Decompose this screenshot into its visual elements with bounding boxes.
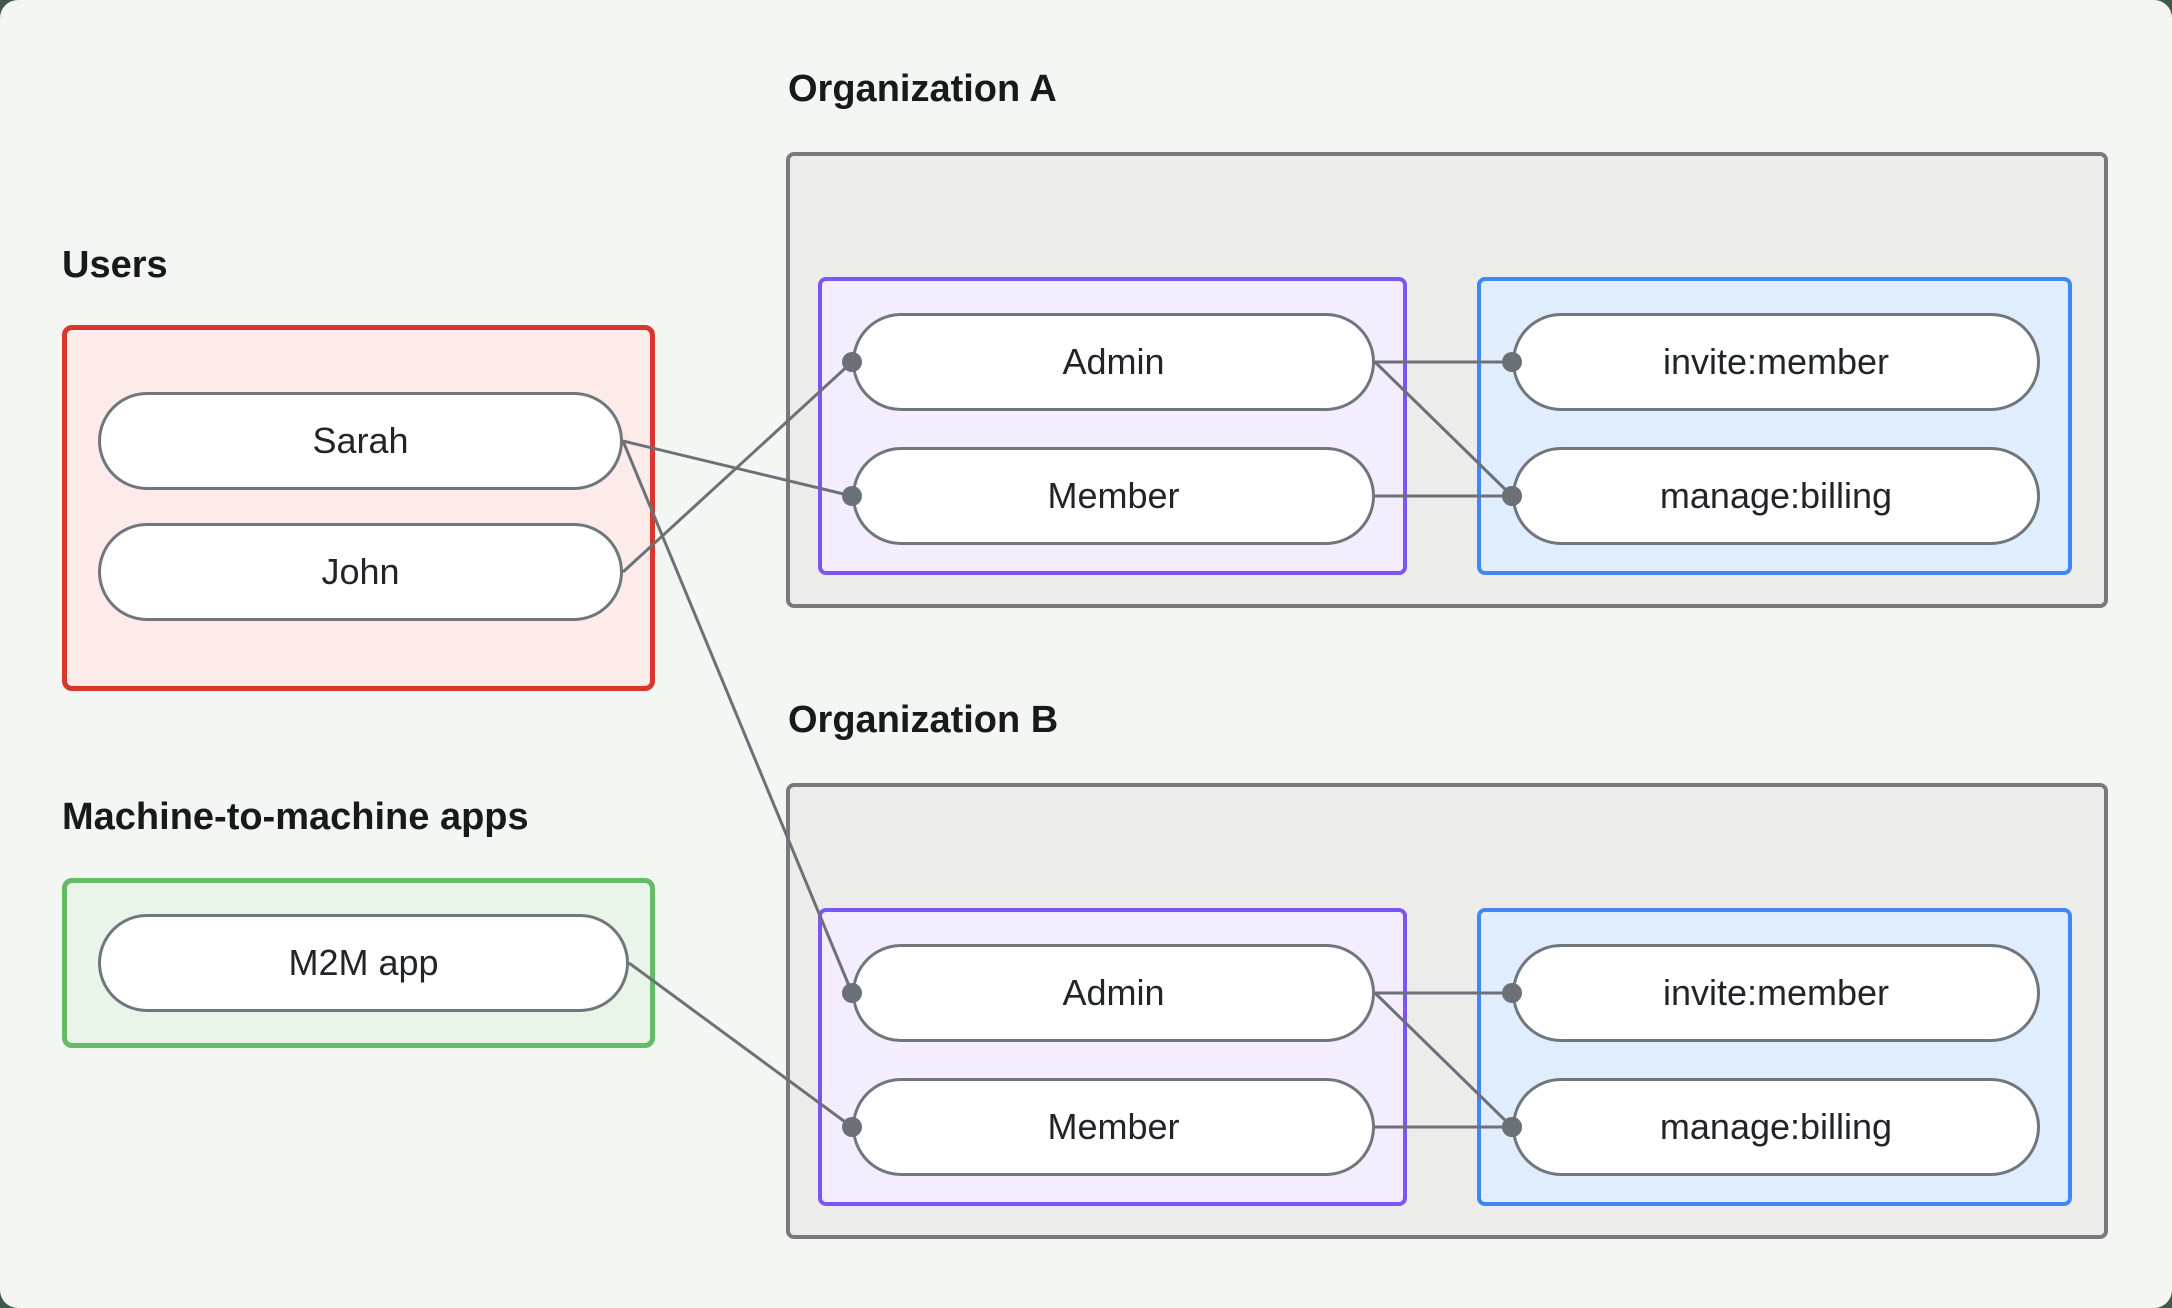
pill-org-a-invite-member-label: invite:member [1662,341,1890,382]
pill-org-a-member: Member [852,447,1375,545]
org-a-label: Organization A [788,68,1057,110]
pill-org-b-admin: Admin [852,944,1375,1042]
pill-org-b-invite-member: invite:member [1512,944,2040,1042]
pill-org-a-manage-billing: manage:billing [1512,447,2040,545]
org-b-label: Organization B [788,699,1059,741]
pill-org-b-manage-billing-label: manage:billing [1659,1106,1893,1147]
pill-sarah: Sarah [98,392,623,490]
pill-org-a-manage-billing-label: manage:billing [1659,475,1893,516]
pill-org-a-admin: Admin [852,313,1375,411]
m2m-group-label: Machine-to-machine apps [62,796,529,838]
pill-org-b-admin-label: Admin [1062,972,1165,1013]
pill-org-a-member-label: Member [1047,475,1180,516]
users-box [62,325,655,691]
pill-john: John [98,523,623,621]
pill-m2m-app-label: M2M app [288,942,439,983]
pill-org-b-member: Member [852,1078,1375,1176]
pill-org-b-invite-member-label: invite:member [1662,972,1890,1013]
pill-john-label: John [321,551,400,592]
pill-org-a-admin-label: Admin [1062,341,1165,382]
pill-org-b-member-label: Member [1047,1106,1180,1147]
pill-m2m-app: M2M app [98,914,629,1012]
pill-sarah-label: Sarah [312,420,409,461]
users-group-label: Users [62,244,168,286]
pill-org-a-invite-member: invite:member [1512,313,2040,411]
pill-org-b-manage-billing: manage:billing [1512,1078,2040,1176]
